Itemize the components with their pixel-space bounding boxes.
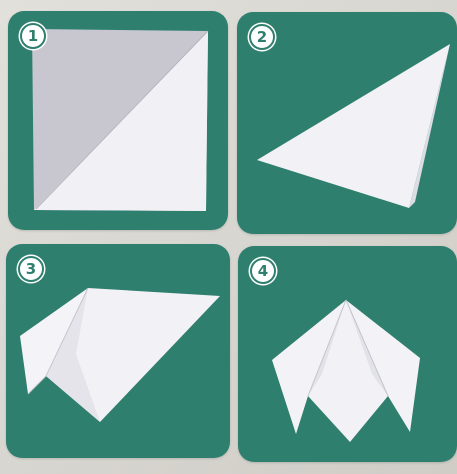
step-1-panel: 1	[8, 11, 228, 230]
step-4-panel: 4	[238, 246, 457, 462]
step-number-badge: 2	[249, 24, 275, 50]
step-number-badge: 3	[18, 256, 44, 282]
step-2-panel: 2	[237, 12, 457, 234]
step-number-badge: 1	[20, 23, 46, 49]
step-number-badge: 4	[250, 258, 276, 284]
step-3-panel: 3	[6, 244, 230, 458]
